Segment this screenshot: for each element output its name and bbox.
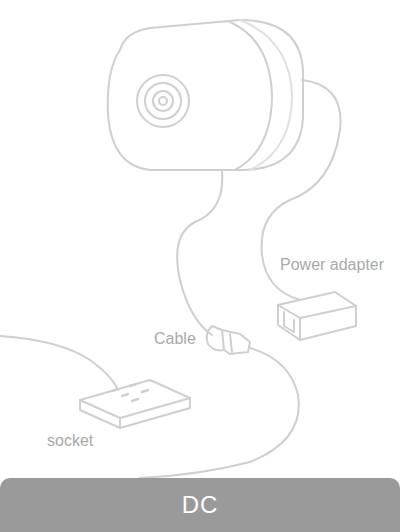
part-label: socket	[45, 432, 95, 450]
part-label: Power adapter	[278, 256, 386, 274]
part-label: Cable	[152, 330, 198, 348]
mode-band: DC	[0, 478, 400, 532]
mode-text: DC	[182, 491, 219, 519]
